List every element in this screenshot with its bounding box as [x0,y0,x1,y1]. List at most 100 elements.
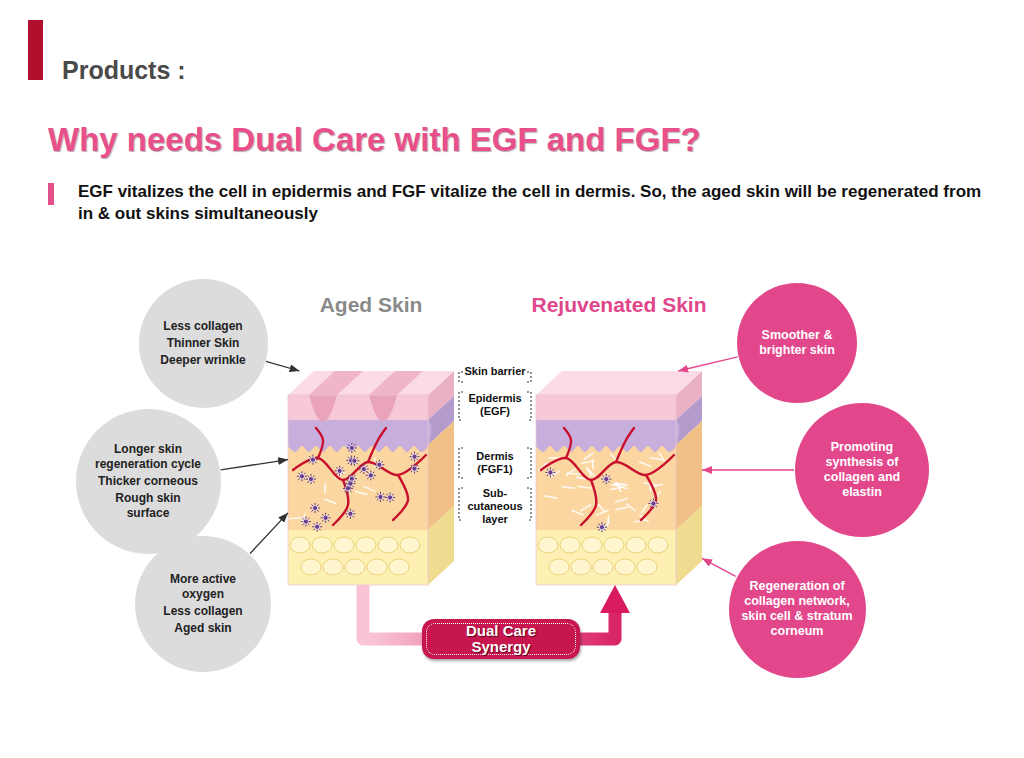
oxygen-radical [650,500,657,507]
collagen-fiber [324,483,326,493]
top-face [536,371,702,395]
circle-content: Smoother & brighter skin [747,326,847,360]
collagen-fiber [639,462,651,467]
oxygen-radical [349,445,354,450]
oxygen-radical [376,461,383,468]
fat-cell [367,559,387,575]
collagen-fiber [598,504,605,513]
oxygen-radical [336,467,343,474]
skin-layer [288,530,428,585]
oxygen-radical [377,462,382,467]
callout-circle: Longer skin regeneration cycleThicker co… [76,409,221,554]
fat-cell [626,537,646,553]
oxygen-radical [351,457,358,464]
oxygen-radical [376,461,383,468]
collagen-fiber [572,510,584,515]
oxygen-radical [548,470,553,475]
callout-text: Less collagen [149,319,257,334]
oxygen-radical [349,476,354,481]
layer-label: Dermis (FGF1) [461,450,529,476]
fat-cell [345,559,365,575]
callout-circle: Promoting synthesis of collagen and elas… [795,403,929,537]
collagen-fiber [580,505,591,511]
skin-layer [536,445,676,530]
fat-cell [593,559,613,575]
collagen-fiber [641,504,647,513]
circle-content: Regeneration of collagen network, skin c… [741,577,853,641]
oxygen-radical [302,518,309,525]
fat-cell [290,537,310,553]
oxygen-radical [299,474,304,479]
blood-vessel [316,428,323,458]
circle-content: Longer skin regeneration cycleThicker co… [94,440,202,523]
skin-layer-side [676,506,702,585]
oxygen-radical [348,444,355,451]
wrinkle-top [369,371,423,395]
fat-cell [400,537,420,553]
oxygen-radical [314,523,321,530]
oxygen-radical [323,515,328,520]
fat-cell [637,559,657,575]
oxygen-radical [367,472,374,479]
wrinkle-top [309,371,363,395]
callout-text: Less collagen [149,604,257,619]
blood-vessel [293,455,426,480]
oxygen-radical [309,456,316,463]
layer-bracket [459,372,463,382]
collagen-fiber [611,484,625,485]
oxygen-radical [367,472,374,479]
circle-content: Less collagenThinner SkinDeeper wrinkle [149,317,257,370]
collagen-fiber [615,507,629,510]
fat-cell [549,559,569,575]
callout-text: Promoting synthesis of collagen and elas… [808,440,916,500]
callout-text: Deeper wrinkle [149,353,257,368]
oxygen-radical [298,473,305,480]
collagen-fiber [544,496,557,499]
callout-circle: Regeneration of collagen network, skin c… [729,541,866,678]
collagen-fiber [288,517,302,520]
leader-arrow [678,357,737,371]
oxygen-radical [348,444,355,451]
fat-cell [648,537,668,553]
fat-cell [615,559,635,575]
layer-bracket [527,392,531,420]
oxygen-radical [599,525,604,530]
oxygen-radical [302,518,309,525]
section-header: Products : [62,56,362,85]
skin-layer-side [428,506,454,585]
skin-layer [536,530,676,585]
fat-cell [582,537,602,553]
oxygen-radical [351,457,358,464]
collagen-fiber [615,498,628,502]
collagen-fiber [650,458,664,460]
blood-vessel [641,475,656,520]
callout-text: Aged skin [149,621,257,636]
block-outline [288,395,428,585]
oxygen-radical [360,466,367,473]
oxygen-radical [411,465,418,472]
oxygen-radical [378,494,383,499]
aged-skin-block: Aged Skin [288,371,454,585]
oxygen-radical [412,466,417,471]
synergy-pill: Dual Care Synergy [422,619,580,659]
oxygen-radical [651,501,656,506]
oxygen-radical [307,476,314,483]
oxygen-radical [411,453,418,460]
callout-text: Smoother & brighter skin [747,328,847,358]
fat-cell [378,537,398,553]
skin-layer [288,445,428,530]
collagen-fiber [584,453,594,460]
block-heading: Aged Skin [320,293,423,317]
header-bar [28,20,43,80]
circle-content: Promoting synthesis of collagen and elas… [808,438,916,502]
collagen-fiber [566,472,580,475]
synergy-arrow [580,611,615,639]
callout-text: Thicker corneous [94,474,202,489]
oxygen-radical [368,473,373,478]
leader-arrow [702,558,736,576]
oxygen-radical [361,466,366,471]
skin-layer [288,395,428,420]
collagen-fiber [561,487,575,489]
skin-layer [536,395,676,420]
